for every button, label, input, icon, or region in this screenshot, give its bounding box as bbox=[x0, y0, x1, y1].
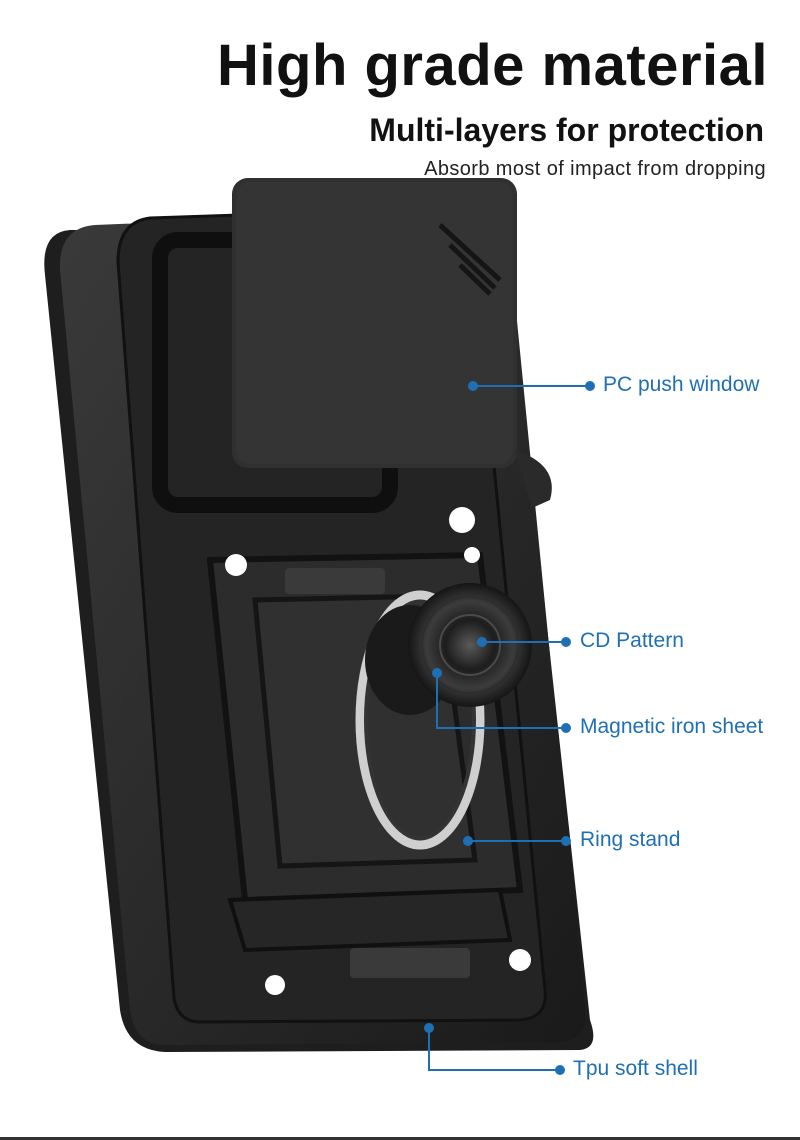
callout-magnetic-iron-sheet: Magnetic iron sheet bbox=[580, 715, 764, 738]
callout-ring-stand: Ring stand bbox=[580, 828, 681, 851]
page-subtitle: Multi-layers for protection bbox=[369, 112, 764, 148]
callout-lines bbox=[424, 381, 595, 1075]
bottom-divider bbox=[0, 1137, 800, 1140]
page-title: High grade material bbox=[217, 33, 768, 98]
callout-pc-push-window: PC push window bbox=[603, 373, 760, 396]
pc-push-window bbox=[232, 178, 552, 508]
callout-tpu-soft-shell: Tpu soft shell bbox=[573, 1057, 698, 1080]
ring-stand bbox=[355, 590, 485, 850]
tagline: Absorb most of impact from dropping bbox=[424, 158, 766, 180]
callout-cd-pattern: CD Pattern bbox=[580, 629, 684, 652]
